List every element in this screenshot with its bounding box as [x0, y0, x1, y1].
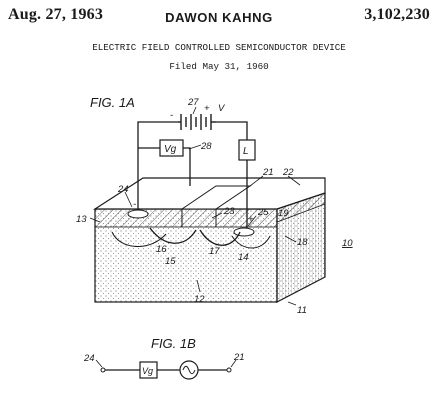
ref-battery-plus: +: [204, 103, 210, 114]
ref-polarity-minus: -: [133, 199, 136, 210]
fig-1b-gate-voltage-source: [139, 361, 158, 379]
fig-1a-label: FIG. 1A: [90, 95, 135, 110]
ref-14: 14: [238, 252, 249, 263]
ref-15: 15: [165, 256, 176, 267]
circuit-wiring: [137, 121, 248, 228]
filed-date: Filed May 31, 1960: [169, 61, 269, 72]
fig-1b: FIG. 1B Vg 24 21: [83, 336, 245, 380]
ref-21: 21: [262, 167, 274, 178]
ref-18: 18: [297, 237, 308, 248]
source-contact: [127, 209, 149, 219]
ref-17: 17: [209, 246, 220, 257]
fig-1b-ref-21: 21: [233, 352, 245, 363]
gate-voltage-source: [159, 139, 184, 157]
ref-16: 16: [156, 244, 167, 255]
ref-24: 24: [117, 184, 129, 195]
ref-11: 11: [297, 305, 307, 316]
ref-23: 23: [223, 206, 235, 217]
battery-symbol: [178, 114, 216, 130]
inventor-name: DAWON KAHNG: [165, 10, 273, 25]
ref-22: 22: [282, 167, 294, 178]
ref-19: 19: [278, 208, 289, 219]
ref-28: 28: [200, 141, 212, 152]
ref-13: 13: [76, 214, 87, 225]
ref-27: 27: [187, 97, 199, 108]
load-box: [238, 139, 256, 161]
fig-1b-terminal-24: [100, 367, 106, 373]
channel-region: [149, 227, 241, 246]
reference-leaders: [89, 106, 301, 306]
fig-1b-label: FIG. 1B: [151, 336, 196, 351]
patent-number: 3,102,230: [364, 6, 430, 23]
ref-battery-minus: -: [170, 110, 173, 121]
patent-title: ELECTRIC FIELD CONTROLLED SEMICONDUCTOR …: [92, 42, 346, 53]
fig-1a: FIG. 1A: [76, 95, 353, 316]
patent-date: Aug. 27, 1963: [8, 6, 104, 23]
ref-polarity-plus: +: [248, 214, 254, 225]
ref-12: 12: [194, 294, 205, 305]
ref-v: V: [218, 103, 226, 114]
fig-1b-vg-label: Vg: [142, 366, 153, 376]
gate-voltage-label: Vg: [164, 144, 177, 155]
fig-1b-terminal-21: [226, 367, 232, 373]
fig-1b-ref-24: 24: [83, 353, 95, 364]
ref-10: 10: [342, 238, 353, 249]
drain-contact: [233, 227, 255, 237]
ref-25: 25: [257, 207, 269, 218]
load-label: L: [243, 146, 249, 157]
